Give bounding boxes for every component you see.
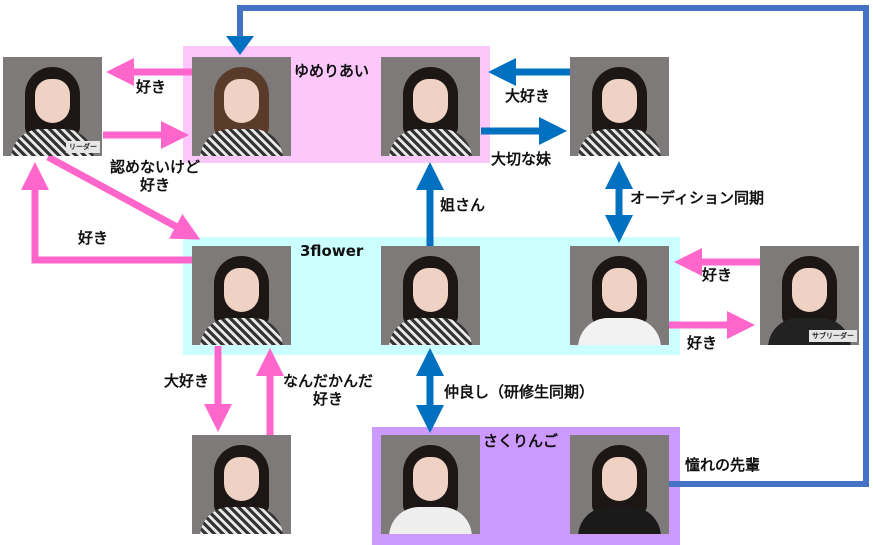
leader-badge: リーダー (66, 141, 100, 153)
member-photo-subleader: サブリーダー (760, 246, 859, 345)
group-label-sakuringo: さくりんご (483, 432, 559, 450)
member-photo-3flower-3 (570, 246, 669, 345)
label-important-sister: 大切な妹 (491, 150, 552, 168)
label-line-1: なんだかんだ (282, 372, 373, 390)
member-photo-3flower-1 (192, 246, 291, 345)
label-line-2: 好き (312, 390, 343, 408)
arrow-3flower-to-leader (21, 162, 192, 264)
label-line-2: 好き (139, 176, 170, 194)
member-photo-yumeriai-2 (381, 57, 480, 156)
label-leader-to-yumeri: 認めないけど 好き (104, 158, 206, 194)
arrow-leader-to-3flower (46, 153, 201, 240)
arrow-senpai-head (226, 36, 254, 55)
label-daisuki-top: 大好き (505, 87, 551, 105)
label-sub-to-member: 好き (702, 266, 733, 284)
group-label-3flower: 3flower (300, 242, 364, 260)
label-audition: オーディション同期 (630, 189, 764, 207)
member-photo-sakuringo-2 (570, 435, 669, 534)
label-akogare: 憧れの先輩 (685, 456, 761, 474)
senpai-line (237, 5, 869, 487)
member-photo-3flower-2 (381, 246, 480, 345)
label-line-1: 認めないけど (109, 158, 200, 176)
member-photo-leader: リーダー (3, 57, 102, 156)
label-leader-from-yumeri: 好き (136, 78, 167, 96)
member-photo-yumeriai-1 (192, 57, 291, 156)
label-member-to-sub: 好き (687, 334, 718, 352)
subleader-badge: サブリーダー (809, 330, 857, 342)
label-nakayoshi: 仲良し（研修生同期） (444, 383, 595, 401)
label-daisuki-bottom: 大好き (164, 372, 210, 390)
label-anesan: 姐さん (440, 196, 486, 214)
member-photo-top-right (570, 57, 669, 156)
group-label-yumeriai: ゆめりあい (294, 62, 370, 80)
label-3flower-to-leader: 好き (78, 229, 109, 247)
label-nandakanda: なんだかんだ 好き (278, 372, 378, 408)
member-photo-sakuringo-1 (381, 435, 480, 534)
member-photo-bottom (192, 435, 291, 534)
